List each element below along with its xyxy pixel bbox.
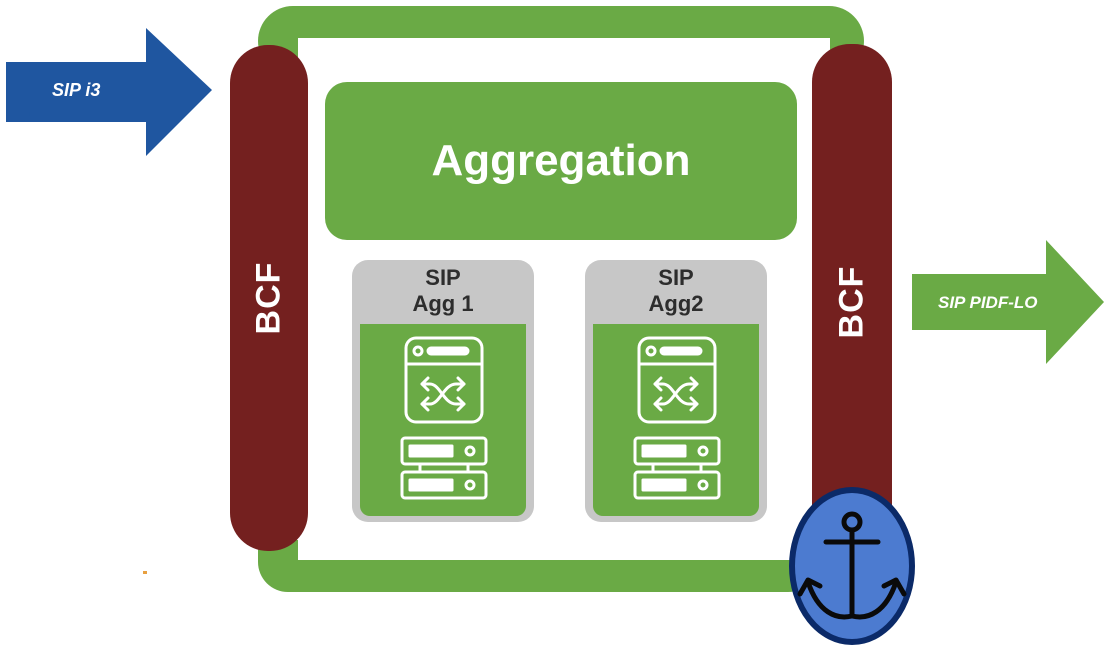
sip-agg-2-equipment [633,336,721,500]
input-arrow-label: SIP i3 [52,80,101,100]
sip-agg-1-title-line1: SIP [425,265,461,290]
arrow-right-icon [912,240,1104,364]
sip-agg-1-header: SIP Agg 1 [352,260,534,322]
server-rack-icon [400,436,488,500]
bcf-left: BCF [230,45,308,551]
bcf-left-label: BCF [249,261,288,335]
sip-agg-2-box: SIP Agg2 [585,260,767,522]
sip-agg-1-equipment [400,336,488,500]
anchor-icon [789,487,915,645]
sip-agg-2-header: SIP Agg2 [585,260,767,322]
sip-agg-2-title-line2: Agg2 [648,291,704,316]
aggregation-label: Aggregation [431,136,691,185]
sip-agg-1-title: SIP Agg 1 [412,265,473,317]
bcf-right: BCF [812,44,892,560]
sip-agg-2-title-line1: SIP [658,265,694,290]
anchor-badge [788,486,916,646]
sip-agg-1-title-line2: Agg 1 [412,291,474,316]
sip-agg-1-body [360,324,526,516]
aggregation-block: Aggregation [325,82,797,240]
bcf-right-label: BCF [832,265,871,339]
input-arrow: SIP i3 [0,28,214,158]
output-arrow-label: SIP PIDF-LO [938,293,1038,312]
sip-agg-2-title: SIP Agg2 [649,265,704,317]
server-rack-icon [633,436,721,500]
sip-agg-2-body [593,324,759,516]
arrow-right-icon [6,28,212,156]
output-arrow: SIP PIDF-LO [908,240,1106,366]
sip-agg-1-box: SIP Agg 1 [352,260,534,522]
network-switch-icon [637,336,717,424]
network-switch-icon [404,336,484,424]
stray-mark [143,571,147,574]
